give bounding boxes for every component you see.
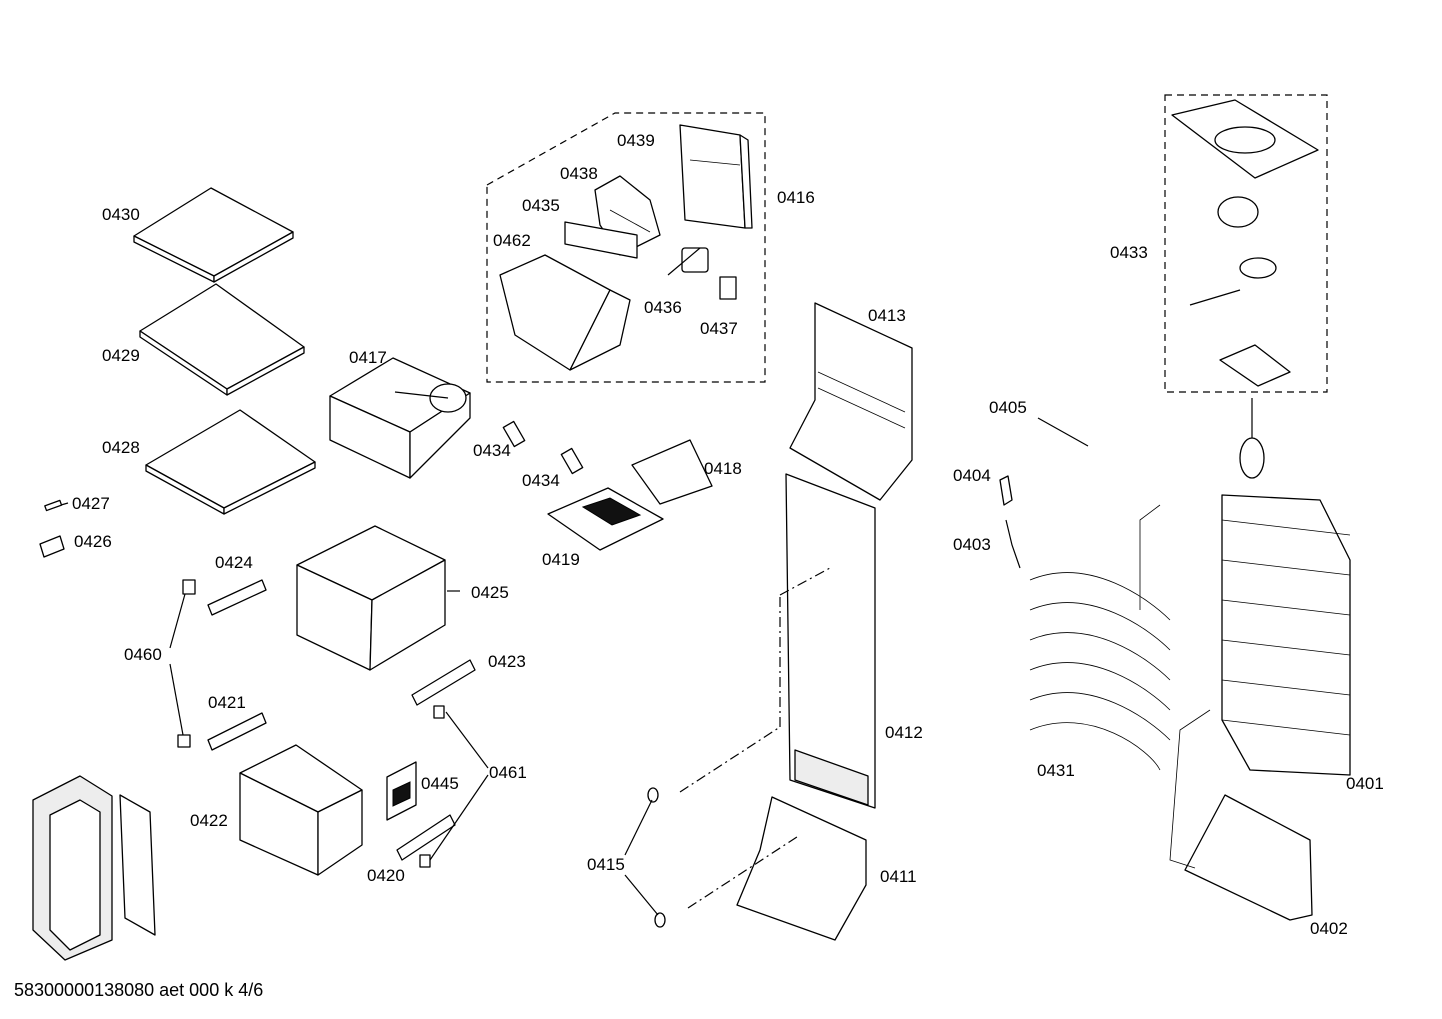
- part-0434-auger-a[interactable]: [502, 420, 526, 448]
- part-0427-pin[interactable]: [44, 499, 63, 512]
- part-0404-clip[interactable]: [999, 475, 1013, 506]
- callout-label: 0425: [471, 583, 509, 602]
- part-0401-evaporator[interactable]: [1221, 398, 1351, 776]
- callout-label: 0428: [102, 438, 140, 457]
- part-0418-cover-plate[interactable]: [631, 439, 713, 505]
- part-0460-stop[interactable]: [177, 579, 196, 748]
- part-0430-shelf[interactable]: [133, 187, 294, 283]
- part-0426-clip[interactable]: [39, 535, 65, 558]
- part-0412-back-panel[interactable]: [785, 473, 876, 809]
- callout-label: 0427: [72, 494, 110, 513]
- part-0421-slide-rail[interactable]: [207, 712, 267, 751]
- part-0411-lower-cover[interactable]: [736, 796, 867, 941]
- part-0419-grille[interactable]: [547, 487, 664, 551]
- callout-label: 0411: [880, 867, 917, 886]
- part-0435-bracket[interactable]: [564, 221, 638, 259]
- callout-label: 0430: [102, 205, 140, 224]
- part-0436-motor[interactable]: [681, 247, 709, 273]
- callout-label: 0420: [367, 866, 405, 885]
- callout-label: 0418: [704, 459, 742, 478]
- callout-label: 0436: [644, 298, 682, 317]
- part-0425-drawer[interactable]: [296, 525, 446, 671]
- assembly-line: [687, 834, 801, 909]
- callout-label: 0433: [1110, 243, 1148, 262]
- callout-label: 0426: [74, 532, 112, 551]
- part-0417-ice-bucket[interactable]: [329, 357, 471, 479]
- callout-label: 0434: [473, 441, 511, 460]
- part-0423-slide-rail[interactable]: [411, 659, 476, 706]
- assembly-line: [679, 726, 781, 793]
- part-0433-fan-bracket[interactable]: [1171, 99, 1319, 179]
- callout-label: 0403: [953, 535, 991, 554]
- part-0462-chute[interactable]: [499, 254, 631, 371]
- part-0403-heater-wire[interactable]: [1005, 519, 1021, 569]
- part-0415-screw-set[interactable]: [647, 787, 666, 928]
- callout-label: 0423: [488, 652, 526, 671]
- part-0424-slide-rail[interactable]: [207, 579, 267, 616]
- callout-label: 0461: [489, 763, 527, 782]
- callout-label: 0435: [522, 196, 560, 215]
- callout-label: 0415: [587, 855, 625, 874]
- callout-label: 0434: [522, 471, 560, 490]
- callout-label: 0417: [349, 348, 387, 367]
- leader-lines: [60, 247, 701, 916]
- part-0433-fan-blade[interactable]: [1217, 196, 1259, 228]
- part-0420-slide-rail[interactable]: [396, 814, 456, 861]
- part-0445-sensor[interactable]: [386, 761, 417, 821]
- callout-label: 0431: [1037, 761, 1075, 780]
- callout-label: 0437: [700, 319, 738, 338]
- callout-label: 0422: [190, 811, 228, 830]
- part-0433-motor-mount[interactable]: [1219, 344, 1291, 387]
- part-0437-switch[interactable]: [719, 276, 737, 300]
- part-0461-stop[interactable]: [419, 705, 445, 868]
- callout-label: 0419: [542, 550, 580, 569]
- callout-label: 0412: [885, 723, 923, 742]
- part-0405-sensor[interactable]: [1037, 417, 1089, 447]
- group-0433-outline: [1164, 94, 1328, 393]
- part-0434-auger-b[interactable]: [560, 447, 584, 475]
- part-0413-air-duct[interactable]: [789, 302, 913, 501]
- callout-label: 0404: [953, 466, 991, 485]
- callout-label: 0416: [777, 188, 815, 207]
- callout-label: 0445: [421, 774, 459, 793]
- part-0433-fan-motor[interactable]: [1189, 257, 1277, 306]
- document-code: 58300000138080 aet 000 k 4/6: [14, 980, 264, 1000]
- callout-label: 0439: [617, 131, 655, 150]
- part-0439-housing[interactable]: [679, 124, 753, 229]
- callout-label: 0429: [102, 346, 140, 365]
- callout-label: 0402: [1310, 919, 1348, 938]
- callout-label: 0462: [493, 231, 531, 250]
- callout-label: 0460: [124, 645, 162, 664]
- callout-label: 0405: [989, 398, 1027, 417]
- group-0416-outline: [486, 112, 766, 383]
- cabinet-overview-sketch: [32, 775, 156, 961]
- callout-label: 0413: [868, 306, 906, 325]
- part-0431-defrost-heater[interactable]: [1029, 504, 1171, 771]
- callout-label: 0401: [1346, 774, 1384, 793]
- assembly-line: [779, 567, 831, 596]
- callout-label: 0424: [215, 553, 253, 572]
- part-0428-shelf[interactable]: [145, 409, 316, 515]
- part-0402-drain-pan[interactable]: [1169, 709, 1313, 921]
- callout-label: 0421: [208, 693, 246, 712]
- callout-label: 0438: [560, 164, 598, 183]
- part-0429-shelf[interactable]: [139, 283, 305, 396]
- part-0422-drawer[interactable]: [239, 744, 363, 876]
